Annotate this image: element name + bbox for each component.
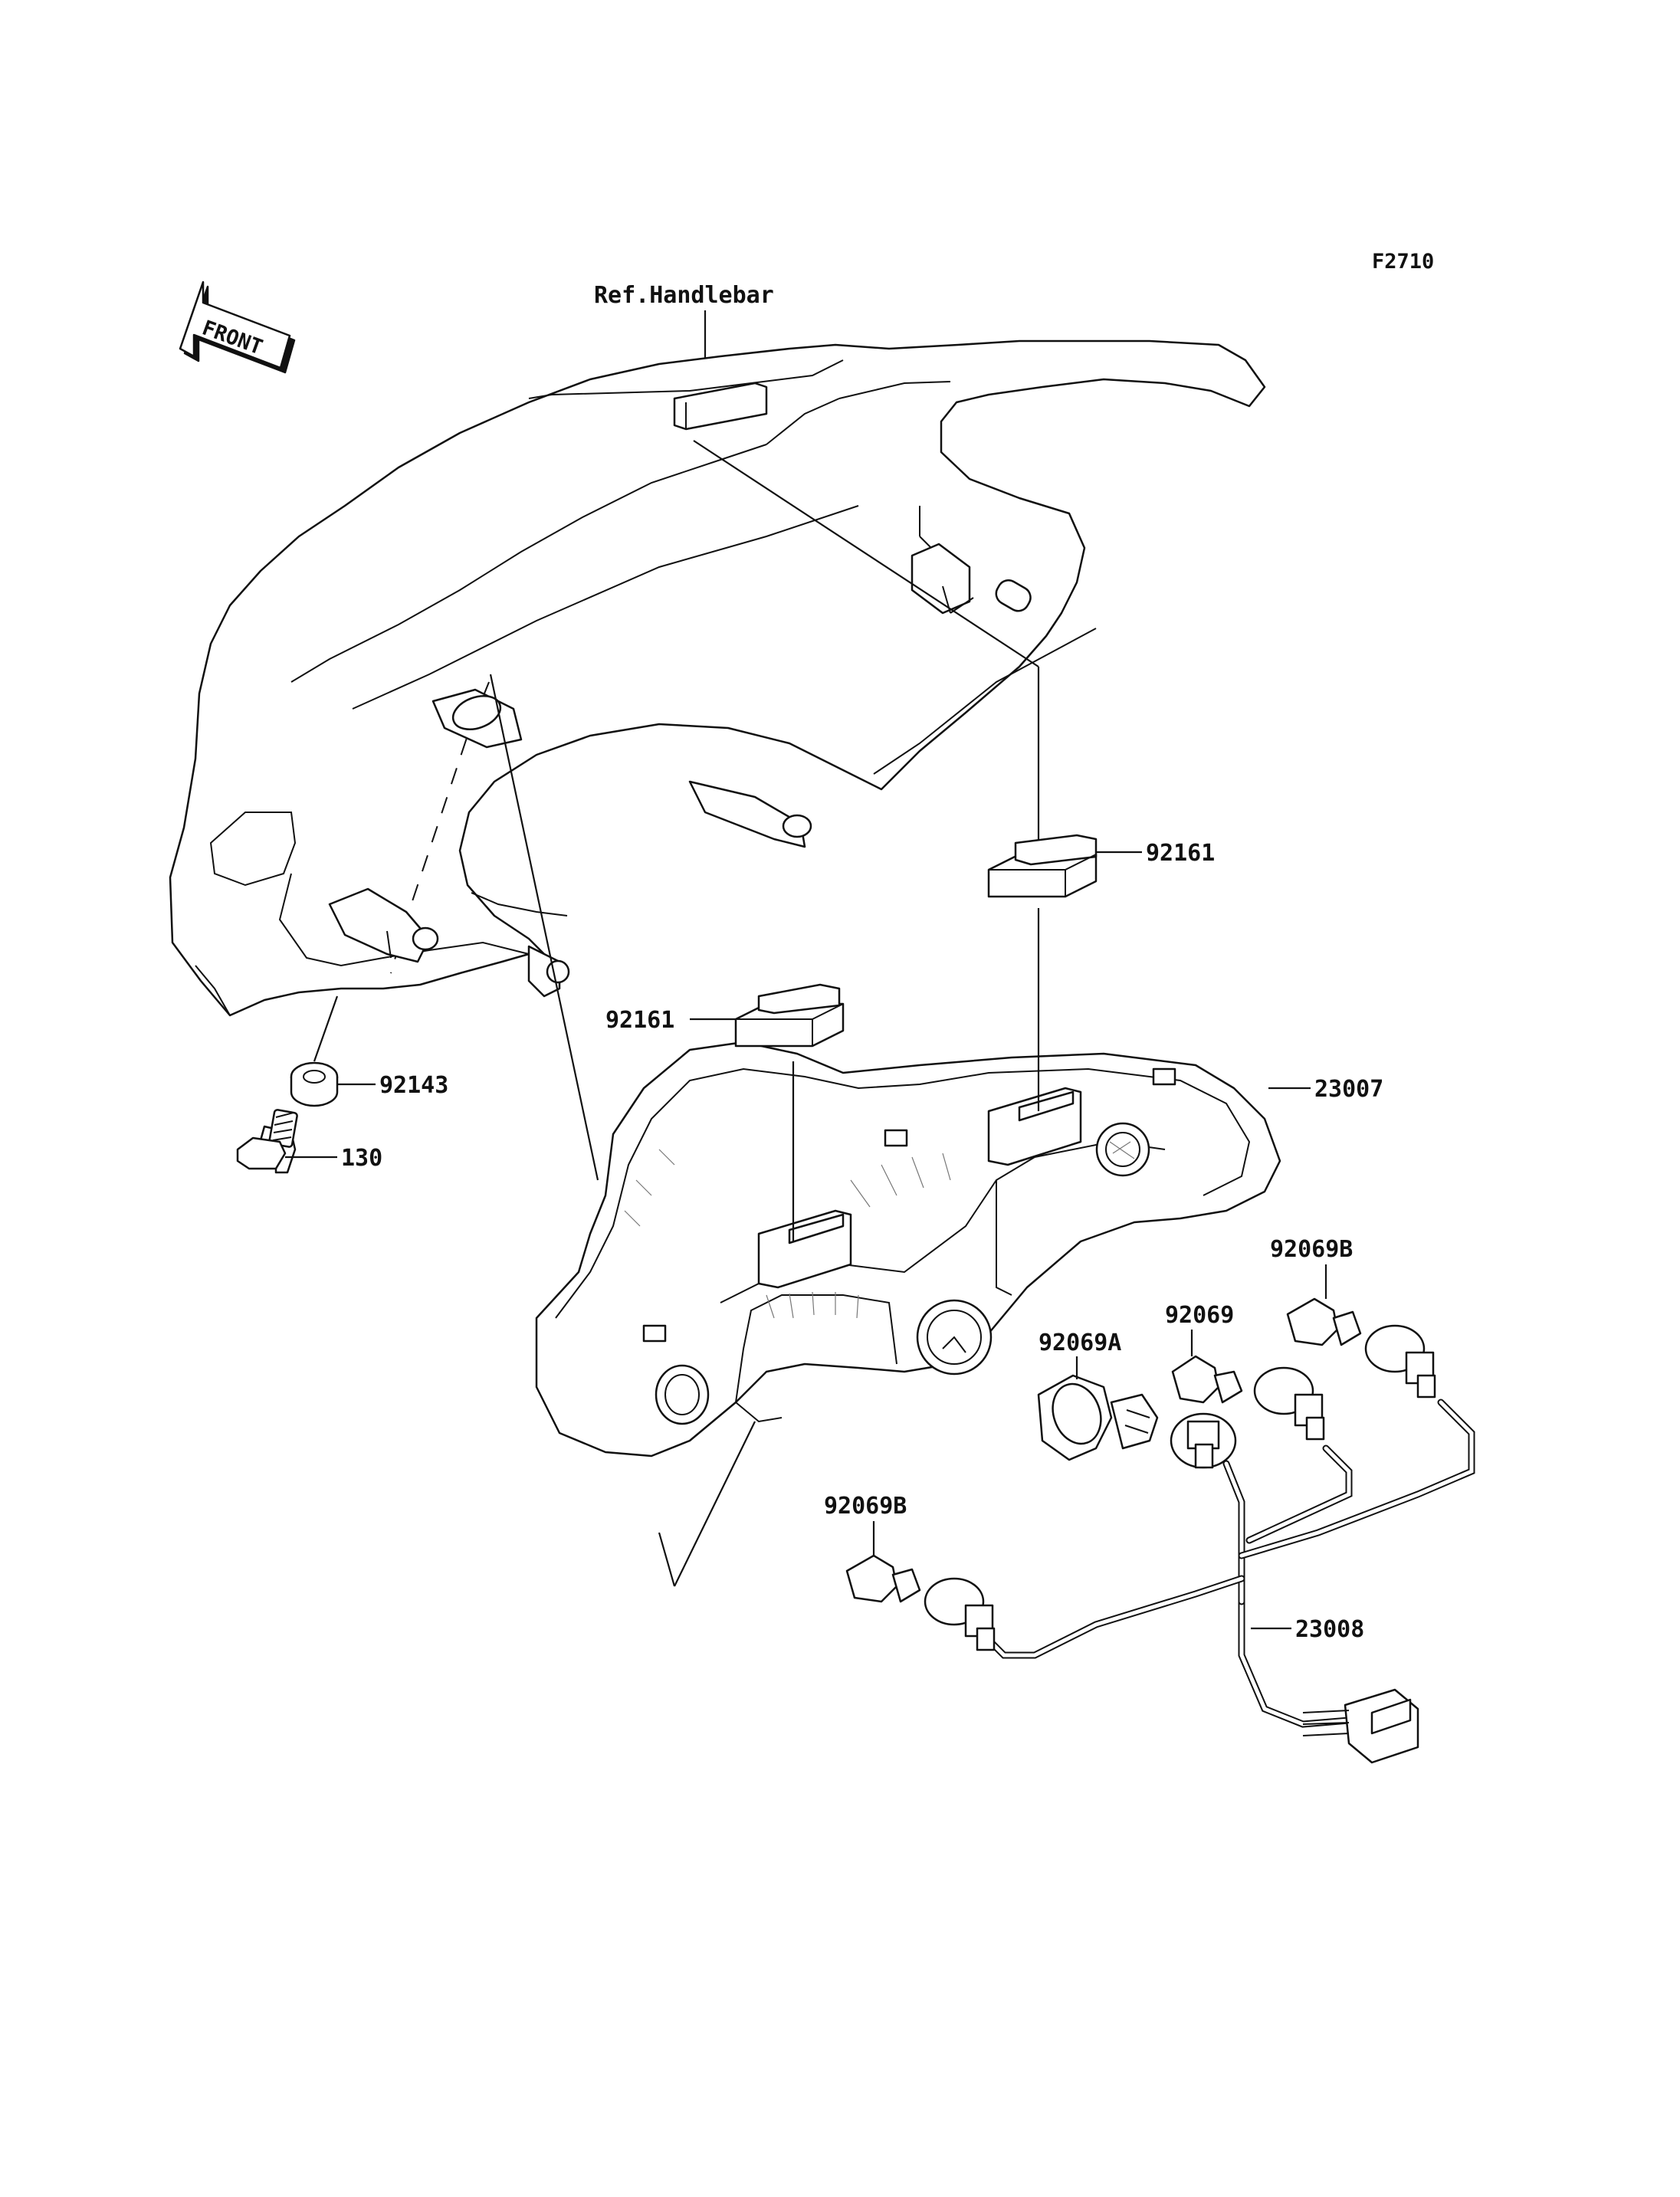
bulb-large bbox=[1037, 1374, 1159, 1461]
bulb-mid bbox=[1171, 1355, 1243, 1404]
meter-case-label: 23007 bbox=[1314, 1076, 1383, 1103]
grommet-label: 92143 bbox=[379, 1072, 448, 1099]
pad-upper-label: 92161 bbox=[1146, 840, 1215, 867]
upper-cover-socket bbox=[673, 382, 768, 431]
upper-cover bbox=[169, 339, 1266, 1017]
meter-case bbox=[535, 1041, 1281, 1458]
cover-boss-mid bbox=[688, 780, 812, 848]
bulb-mid-label: 92069 bbox=[1165, 1302, 1234, 1329]
diagram-code: F2710 bbox=[1372, 250, 1434, 274]
bolt-label: 130 bbox=[341, 1145, 382, 1172]
pad-lower bbox=[734, 983, 845, 1048]
harness-label: 23008 bbox=[1295, 1616, 1364, 1643]
bulb-small-right bbox=[1286, 1297, 1362, 1346]
ref-handlebar-label: Ref.Handlebar bbox=[594, 282, 774, 309]
grommet bbox=[290, 1061, 339, 1107]
meter-case-hatching bbox=[624, 1149, 951, 1319]
meter-socket-left bbox=[757, 1209, 852, 1289]
front-arrow-icon: FRONT bbox=[179, 280, 296, 374]
harness-socket-2 bbox=[1253, 1366, 1325, 1441]
cover-boss-left bbox=[328, 887, 439, 963]
meter-tab-right bbox=[1152, 1067, 1176, 1086]
pad-lower-label: 92161 bbox=[605, 1007, 674, 1034]
meter-gauge-right bbox=[1095, 1122, 1150, 1177]
bulb-small-left-label: 92069B bbox=[824, 1493, 907, 1520]
cover-boss-lower bbox=[527, 945, 570, 998]
bulb-small-right-label: 92069B bbox=[1270, 1236, 1353, 1263]
bolt bbox=[236, 1109, 298, 1174]
meter-tab-left bbox=[642, 1324, 667, 1343]
meter-gauge-left bbox=[655, 1364, 710, 1425]
harness-socket-4 bbox=[924, 1577, 996, 1651]
bulb-large-label: 92069A bbox=[1039, 1330, 1121, 1356]
wire-harness bbox=[924, 1324, 1475, 1764]
harness-connector bbox=[1302, 1688, 1419, 1764]
meter-socket-right bbox=[987, 1087, 1082, 1166]
harness-socket-1 bbox=[1170, 1412, 1237, 1469]
harness-socket-3 bbox=[1364, 1324, 1436, 1399]
cover-slot-left bbox=[431, 688, 523, 749]
pad-upper bbox=[987, 834, 1098, 898]
grommet-cover-leader bbox=[313, 995, 339, 1062]
construction-lines bbox=[489, 440, 1040, 1587]
bulb-small-left bbox=[845, 1554, 921, 1603]
meter-tab-center bbox=[884, 1129, 908, 1147]
meter-gauge-center bbox=[916, 1299, 993, 1376]
